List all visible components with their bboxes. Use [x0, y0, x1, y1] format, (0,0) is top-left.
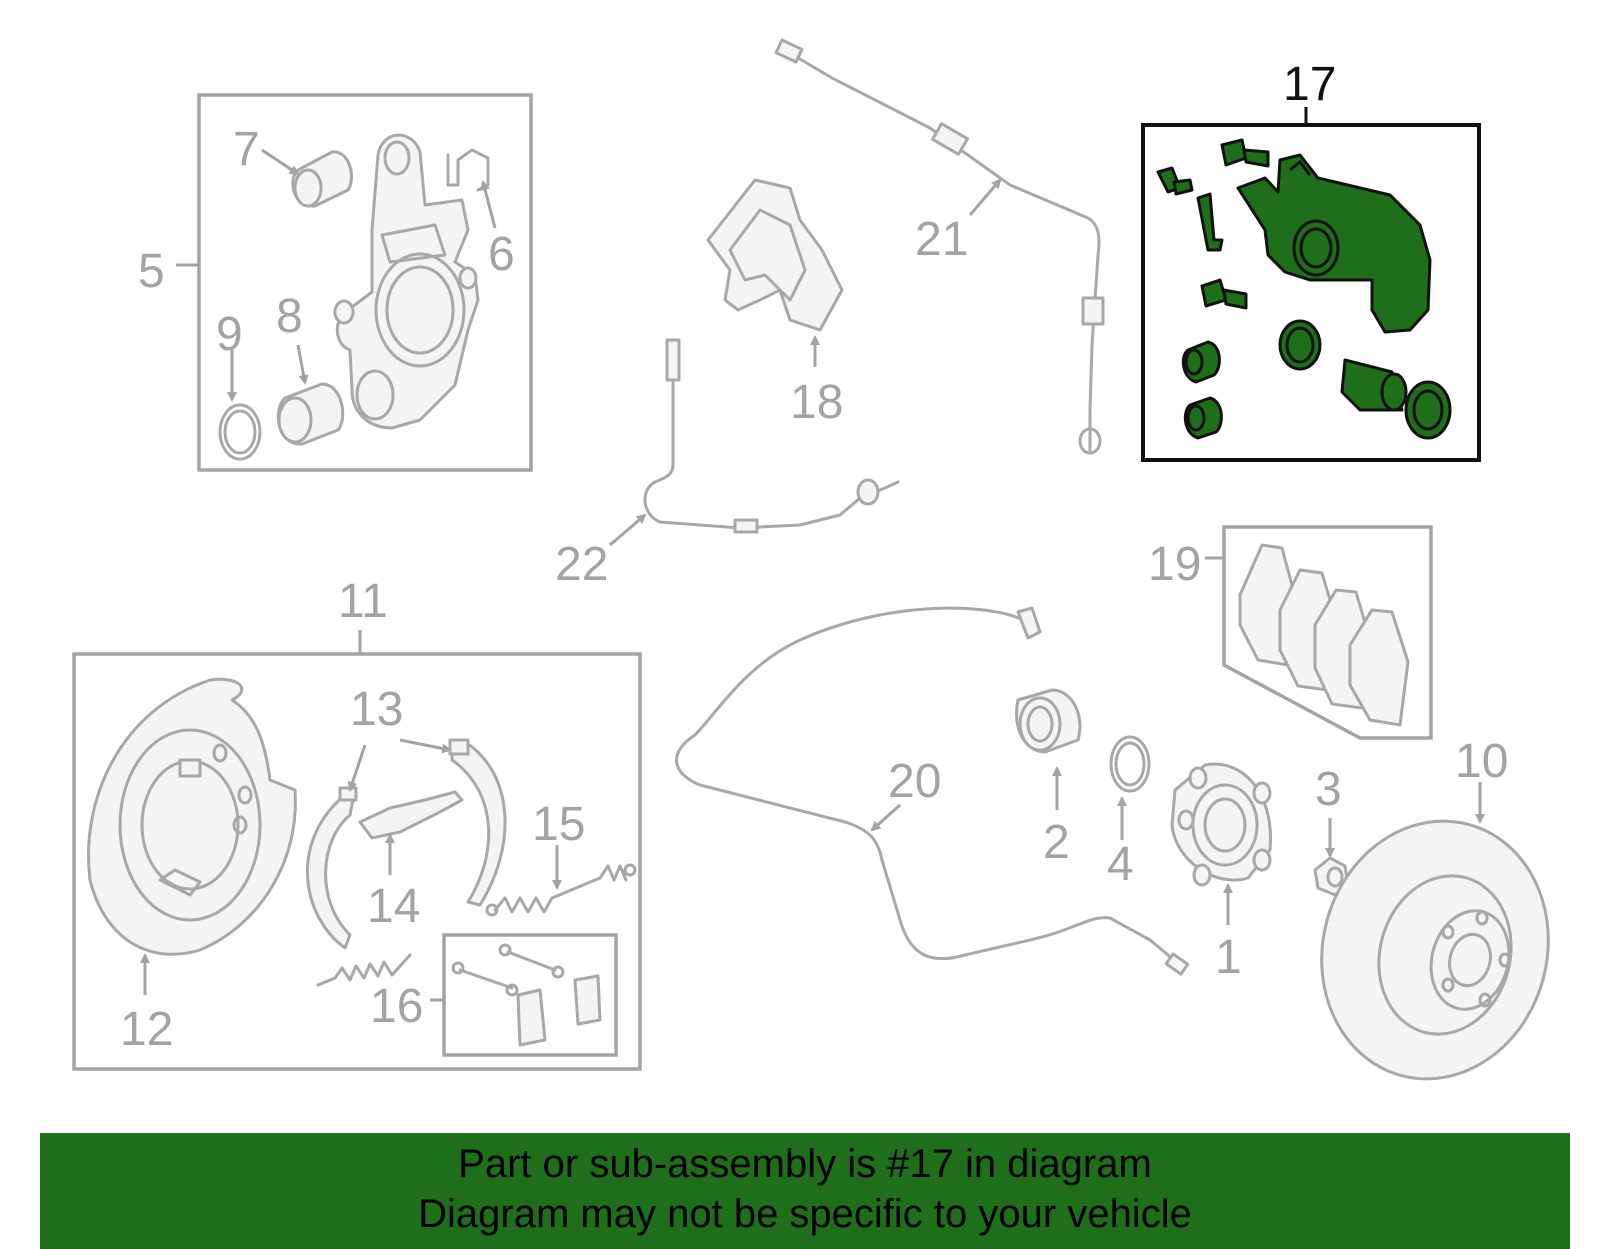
part-spring-15[interactable]	[485, 863, 637, 917]
leader-20	[870, 803, 901, 832]
part-lever-14[interactable]	[358, 790, 464, 840]
part-boot-lower[interactable]	[1183, 396, 1223, 440]
parking-brake-group: 11 12 13 14	[72, 575, 642, 1071]
caliper-kit-box	[1141, 123, 1481, 462]
callout-8[interactable]: 8	[276, 290, 303, 343]
leader-13b	[347, 744, 367, 792]
part-sensor-wire-20[interactable]	[675, 606, 1190, 976]
callout-4[interactable]: 4	[1107, 838, 1134, 891]
callout-18[interactable]: 18	[790, 376, 843, 429]
part-bearing-2[interactable]	[1015, 688, 1082, 754]
part-dust-boot[interactable]	[1404, 380, 1452, 440]
part-snap-ring-4[interactable]	[1109, 735, 1151, 793]
knuckle-group-box	[197, 93, 533, 472]
part-clip[interactable]	[1196, 192, 1224, 252]
brake-pads-group[interactable]: 19	[1148, 525, 1433, 740]
callout-6[interactable]: 6	[488, 228, 515, 281]
callout-15[interactable]: 15	[532, 798, 585, 851]
notice-line-1: Part or sub-assembly is #17 in diagram	[458, 1142, 1152, 1186]
brake-pads-box	[1222, 525, 1433, 740]
part-oring-9[interactable]	[218, 403, 262, 461]
hold-down-kit-box	[442, 933, 618, 1057]
callout-5[interactable]: 5	[138, 245, 165, 298]
part-boot-upper[interactable]	[1181, 340, 1221, 384]
part-brake-hose-21[interactable]	[774, 38, 1105, 455]
leader-21	[968, 178, 1002, 216]
part-backing-plate-12[interactable]	[87, 677, 297, 956]
callout-22[interactable]: 22	[555, 538, 608, 591]
caliper-kit-group: 17	[1141, 58, 1481, 462]
part-knuckle[interactable]	[333, 133, 480, 430]
callout-16[interactable]: 16	[370, 980, 423, 1033]
part-bleeder[interactable]	[1156, 166, 1194, 196]
callout-13[interactable]: 13	[350, 683, 403, 736]
part-piston[interactable]	[1340, 358, 1408, 412]
callout-11[interactable]: 11	[338, 575, 388, 628]
callout-17[interactable]: 17	[1283, 58, 1336, 111]
brake-pad-4[interactable]	[1348, 608, 1410, 727]
part-bushing-8[interactable]	[276, 382, 345, 446]
callout-1[interactable]: 1	[1215, 931, 1242, 984]
knuckle-group: 5 6 7 8	[138, 93, 533, 472]
callout-19[interactable]: 19	[1148, 538, 1201, 591]
callout-21[interactable]: 21	[915, 213, 968, 266]
leader-8	[296, 344, 309, 385]
leader-22	[609, 513, 647, 547]
callout-10[interactable]: 10	[1455, 735, 1508, 788]
callout-9[interactable]: 9	[216, 308, 243, 361]
callout-2[interactable]: 2	[1043, 816, 1070, 869]
callout-20[interactable]: 20	[888, 755, 941, 808]
hold-down-kit-group[interactable]: 16	[370, 933, 618, 1057]
leader-13a	[399, 738, 452, 754]
leader-7	[261, 148, 300, 176]
part-wheel-sensor-22[interactable]	[643, 338, 900, 534]
part-bolt-lower[interactable]	[1200, 278, 1248, 310]
callout-12[interactable]: 12	[120, 1003, 173, 1056]
part-rotor-10[interactable]	[1293, 795, 1577, 1104]
part-hub-1[interactable]	[1170, 762, 1272, 887]
part-caliper-17[interactable]	[1236, 153, 1432, 334]
callout-7[interactable]: 7	[233, 123, 260, 176]
leader-6	[480, 180, 497, 229]
part-brake-shoes-13[interactable]	[305, 738, 507, 950]
part-bolt-upper[interactable]	[1220, 138, 1270, 168]
part-piston-seal[interactable]	[1278, 319, 1322, 371]
part-bushing-7[interactable]	[291, 150, 353, 208]
notice-line-2: Diagram may not be specific to your vehi…	[418, 1192, 1192, 1236]
part-caliper-bracket-18[interactable]	[706, 178, 844, 332]
notice-banner: Part or sub-assembly is #17 in diagram D…	[40, 1133, 1570, 1249]
callout-3[interactable]: 3	[1315, 763, 1342, 816]
callout-14[interactable]: 14	[367, 880, 420, 933]
parking-brake-box	[72, 652, 642, 1071]
part-return-spring[interactable]	[316, 953, 412, 987]
